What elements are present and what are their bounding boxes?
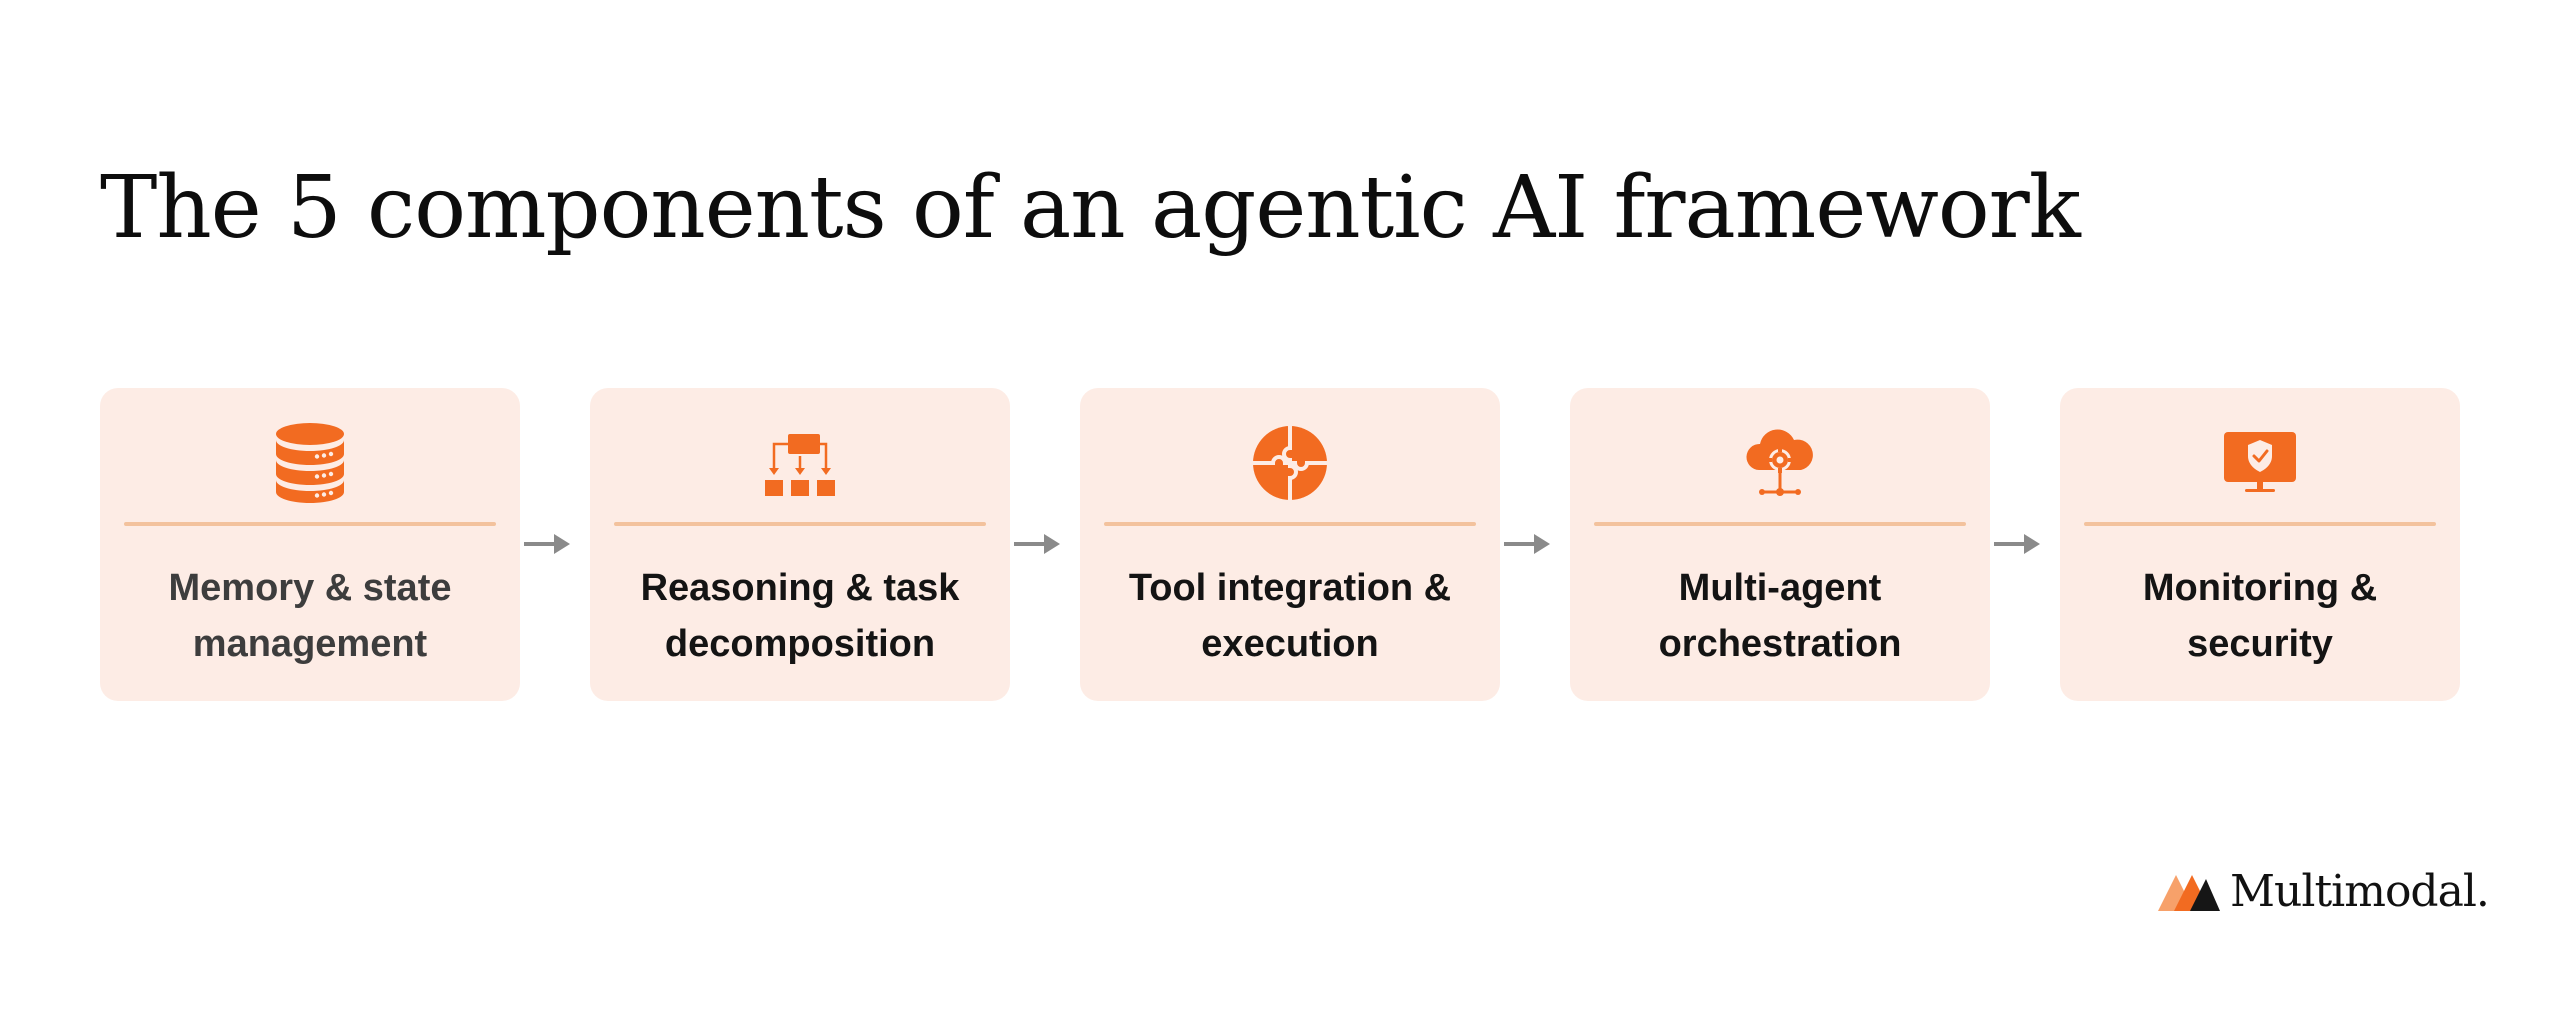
component-label-line2: execution xyxy=(1201,623,1379,665)
component-label: Monitoring & security xyxy=(2070,560,2450,672)
puzzle-icon xyxy=(1245,418,1335,508)
card-divider xyxy=(2084,522,2436,526)
page-title: The 5 components of an agentic AI framew… xyxy=(100,157,2081,258)
component-card-monitoring: Monitoring & security xyxy=(2060,388,2460,701)
component-label-line2: security xyxy=(2187,623,2333,665)
card-divider xyxy=(124,522,496,526)
component-card-tools: Tool integration & execution xyxy=(1080,388,1500,701)
component-label: Memory & state management xyxy=(110,560,510,672)
monitor-shield-icon xyxy=(2215,418,2305,508)
component-label-line2: decomposition xyxy=(664,623,936,665)
cloud-gear-network-icon xyxy=(1735,418,1825,508)
brand-wordmark: Multimodal. xyxy=(2230,865,2490,917)
component-label: Multi-agent orchestration xyxy=(1580,560,1980,672)
card-divider xyxy=(1594,522,1966,526)
database-icon xyxy=(265,418,355,508)
component-label: Tool integration & execution xyxy=(1090,560,1490,672)
component-label-line2: orchestration xyxy=(1658,623,1902,665)
component-label-line1: Monitoring & xyxy=(2142,567,2378,609)
flow-arrow xyxy=(1012,529,1062,559)
hierarchy-icon xyxy=(755,418,845,508)
component-label-line1: Tool integration & xyxy=(1128,567,1452,609)
card-divider xyxy=(1104,522,1476,526)
flow-arrow xyxy=(1502,529,1552,559)
component-label-line1: Multi-agent xyxy=(1678,567,1882,609)
brand-logo: Multimodal. xyxy=(2156,865,2490,917)
component-label: Reasoning & task decomposition xyxy=(600,560,1000,672)
component-label-line1: Reasoning & task xyxy=(640,567,960,609)
component-card-orchestration: Multi-agent orchestration xyxy=(1570,388,1990,701)
multimodal-logo-icon xyxy=(2156,869,2222,913)
component-label-line1: Memory & state xyxy=(168,567,452,609)
card-divider xyxy=(614,522,986,526)
flow-arrow xyxy=(1992,529,2042,559)
flow-arrow xyxy=(522,529,572,559)
component-card-reasoning: Reasoning & task decomposition xyxy=(590,388,1010,701)
component-card-memory: Memory & state management xyxy=(100,388,520,701)
component-label-line2: management xyxy=(192,623,428,665)
